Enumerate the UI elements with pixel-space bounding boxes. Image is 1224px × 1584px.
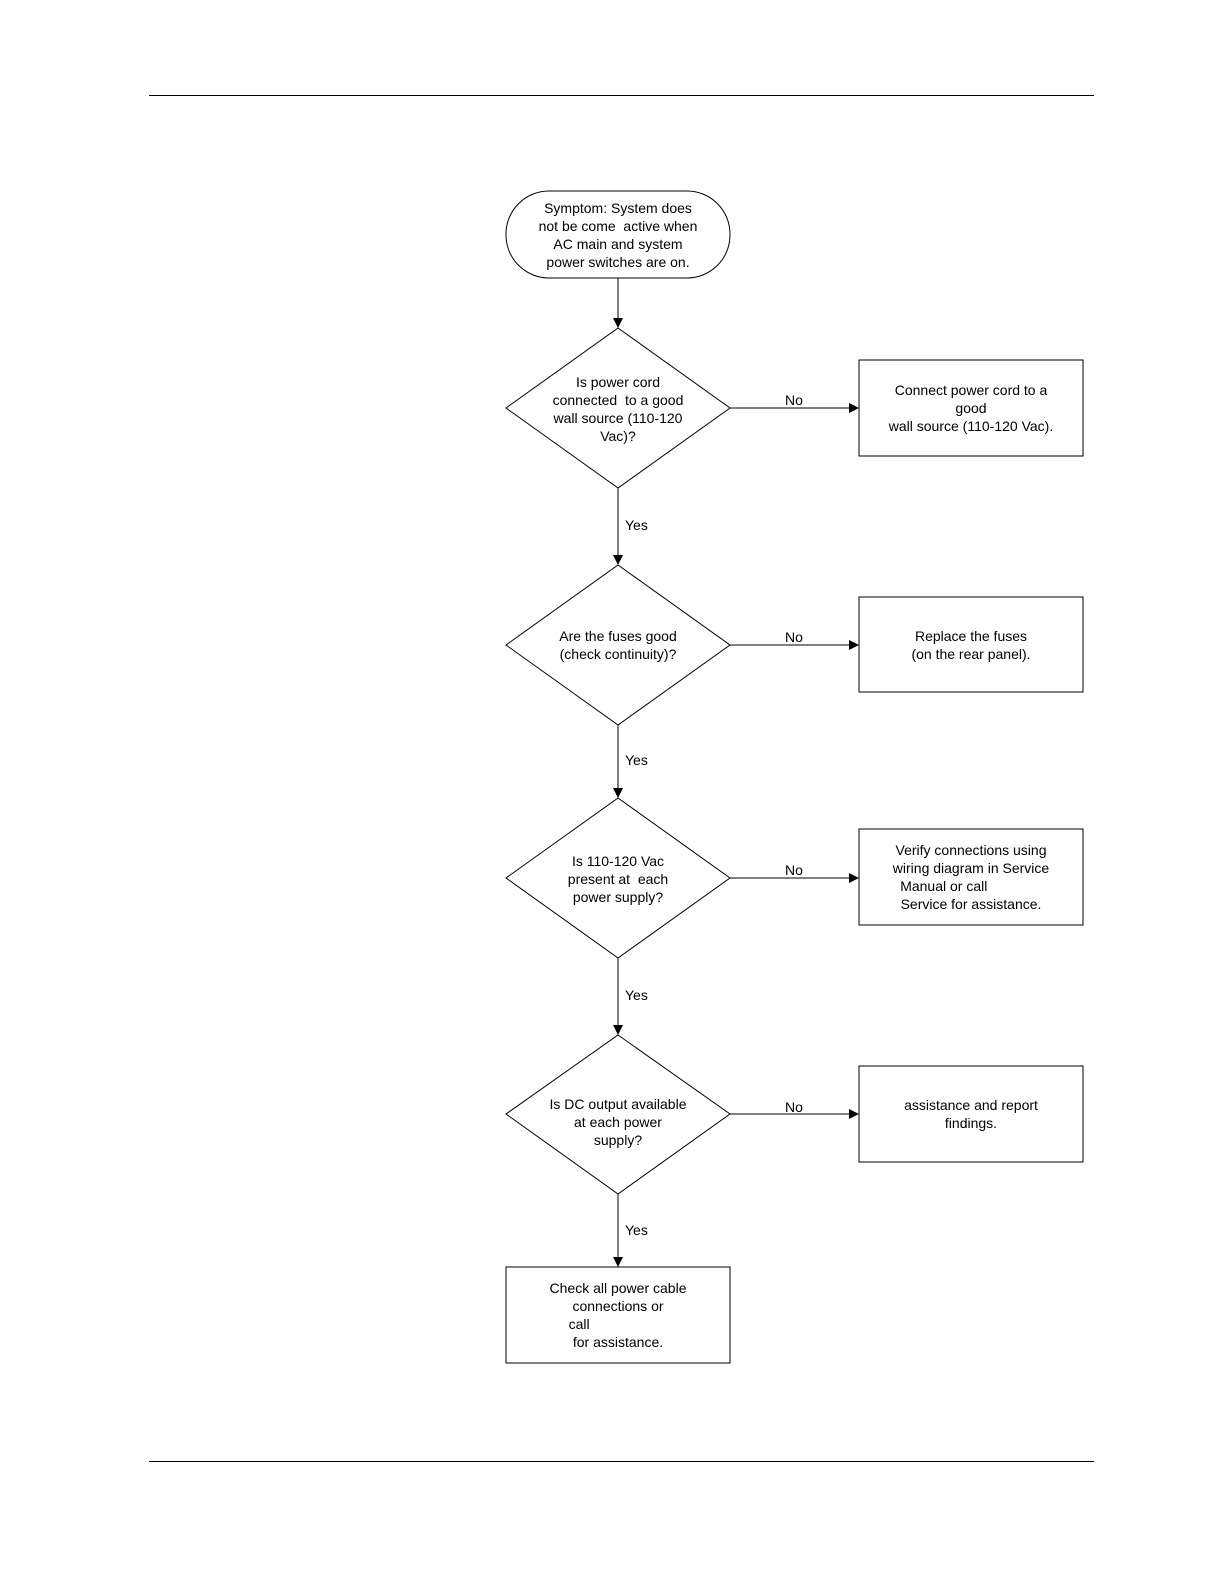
action-connect-cord-text: Connect power cord to a good wall source… [888,382,1054,434]
arrowhead-a2 [849,640,859,650]
arrowhead-a3 [849,873,859,883]
arrowhead-a1 [849,403,859,413]
edge-label-yes-4: Yes [625,1222,648,1238]
arrowhead-d4 [613,1025,623,1035]
edge-label-no-4: No [785,1099,803,1115]
decision-dc-output-text: Is DC output available at each power sup… [549,1096,687,1148]
arrowhead-a4 [849,1109,859,1119]
action-report-findings-text: assistance and report findings. [904,1097,1038,1131]
arrowhead-end [613,1257,623,1267]
decision-fuses-text: Are the fuses good (check continuity)? [559,628,677,662]
edge-label-no-1: No [785,392,803,408]
arrowhead-d3 [613,788,623,798]
start-text: Symptom: System does not be come active … [538,199,698,270]
action-connect-cord [858,359,1084,457]
action-verify-connections [858,828,1084,926]
action-replace-fuses-text: Replace the fuses (on the rear panel). [911,627,1031,662]
arrowhead-d1 [613,318,623,328]
action-report-findings [858,1065,1084,1163]
edge-label-no-3: No [785,862,803,878]
edge-label-yes-2: Yes [625,752,648,768]
edge-label-yes-1: Yes [625,517,648,533]
decision-vac-present-text: Is 110-120 Vac present at each power sup… [567,853,669,905]
action-replace-fuses [858,596,1084,693]
decision-power-cord-text: Is power cord connected to a good wall s… [552,374,684,444]
header-rule [149,95,1094,96]
arrowhead-d2 [613,555,623,565]
footer-rule [149,1461,1094,1462]
end-check-cables-text: Check all power cable connections or cal… [549,1280,687,1350]
edge-label-yes-3: Yes [625,987,648,1003]
action-verify-connections-text: Verify connections using wiring diagram … [892,842,1050,912]
edge-label-no-2: No [785,629,803,645]
end-check-cables [505,1266,731,1364]
